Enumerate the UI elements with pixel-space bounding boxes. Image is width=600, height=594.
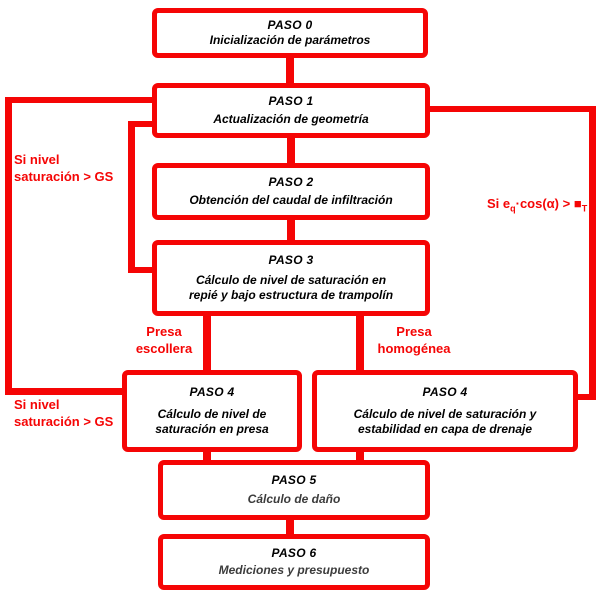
flow-box-paso-3: PASO 3 Cálculo de nivel de saturación en… xyxy=(152,240,430,316)
step-description: Cálculo de nivel de saturación y estabil… xyxy=(353,406,537,436)
flow-box-paso-5: PASO 5 Cálculo de daño xyxy=(158,460,430,520)
connector-paso3-paso4-right-branch xyxy=(356,314,364,372)
connector-paso4-right-paso5 xyxy=(356,450,364,462)
connector-paso4-left-paso5 xyxy=(203,450,211,462)
condition-symbol-block: ■ xyxy=(573,196,582,211)
condition-subscript: T xyxy=(581,203,588,214)
connector-paso5-paso6 xyxy=(286,518,294,536)
flow-box-paso-4-drenaje: PASO 4 Cálculo de nivel de saturación y … xyxy=(312,370,578,452)
step-title: PASO 5 xyxy=(271,473,317,487)
connector-paso2-paso3 xyxy=(287,218,295,242)
condition-label-inner-loop: Si nivel saturación > GS xyxy=(14,152,114,184)
loop-right-top-horizontal xyxy=(428,106,596,112)
step-title: PASO 4 xyxy=(189,385,235,400)
loop-right-bottom-horizontal xyxy=(570,394,596,400)
step-description: Mediciones y presupuesto xyxy=(218,563,370,578)
step-description: Cálculo de nivel de saturación en repié … xyxy=(188,272,394,302)
condition-label-right-loop: Si eq·cos(α) > ■T xyxy=(487,196,587,215)
flow-box-paso-4-presa: PASO 4 Cálculo de nivel de saturación en… xyxy=(122,370,302,452)
loop-outer-left-bottom-horizontal xyxy=(5,388,124,395)
connector-paso1-paso2 xyxy=(287,136,295,165)
step-title: PASO 4 xyxy=(422,385,468,400)
step-title: PASO 0 xyxy=(267,17,313,32)
condition-subscript: q xyxy=(510,203,516,214)
loop-right-vertical xyxy=(589,106,596,400)
step-title: PASO 2 xyxy=(268,175,314,189)
step-description: Obtención del caudal de infiltración xyxy=(189,193,393,207)
step-description: Cálculo de nivel de saturación en presa xyxy=(155,406,269,436)
step-description: Cálculo de daño xyxy=(247,492,341,506)
step-title: PASO 3 xyxy=(268,253,314,268)
loop-outer-left-top-horizontal xyxy=(5,97,154,103)
branch-label-presa-homogenea: Presa homogénea xyxy=(377,324,451,356)
loop-outer-left-vertical xyxy=(5,97,12,394)
loop-inner-left-top-horizontal xyxy=(128,121,154,127)
flow-box-paso-6: PASO 6 Mediciones y presupuesto xyxy=(158,534,430,590)
connector-paso0-paso1 xyxy=(286,56,294,85)
condition-text-part: ·cos(α) > xyxy=(515,196,574,211)
connector-paso3-paso4-left-branch xyxy=(203,314,211,372)
step-description: Actualización de geometría xyxy=(213,111,369,126)
step-description: Inicialización de parámetros xyxy=(209,33,371,48)
branch-label-presa-escollera: Presa escollera xyxy=(135,324,193,356)
step-title: PASO 1 xyxy=(268,94,314,109)
condition-text-part: Si e xyxy=(487,196,511,211)
condition-label-outer-loop: Si nivel saturación > GS xyxy=(14,397,114,429)
loop-inner-left-bottom-horizontal xyxy=(128,267,154,273)
flow-box-paso-1: PASO 1 Actualización de geometría xyxy=(152,83,430,138)
step-title: PASO 6 xyxy=(271,545,317,560)
flow-box-paso-2: PASO 2 Obtención del caudal de infiltrac… xyxy=(152,163,430,220)
flow-box-paso-0: PASO 0 Inicialización de parámetros xyxy=(152,8,428,58)
loop-inner-left-vertical xyxy=(128,121,135,273)
